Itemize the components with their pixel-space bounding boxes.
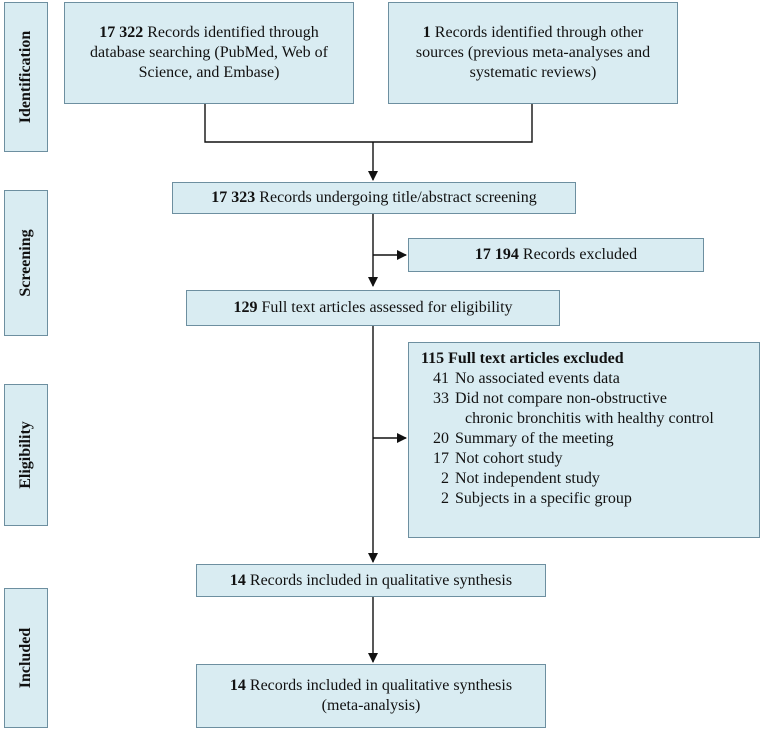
meta-analysis-text-2: (meta-analysis)	[321, 697, 421, 714]
reason-text-continued: chronic bronchitis with healthy control	[465, 410, 714, 427]
db-search-box: 17 322 Records identified through databa…	[64, 2, 354, 104]
meta-analysis-box: 14 Records included in qualitative synth…	[196, 664, 546, 728]
full-text-text: Full text articles assessed for eligibil…	[257, 299, 513, 316]
stage-included: Included	[4, 588, 48, 728]
exclusion-reason: 2 Not independent study	[421, 469, 751, 489]
screening-excluded-box: 17 194 Records excluded	[408, 238, 704, 272]
qualitative-text: Records included in qualitative synthesi…	[245, 571, 513, 589]
full-text-count: 129	[233, 299, 258, 316]
db-search-count: 17 322	[99, 24, 144, 41]
reason-text: Did not compare non-obstructive	[455, 390, 667, 407]
reason-text: Not cohort study	[455, 450, 563, 467]
stage-screening: Screening	[4, 190, 48, 336]
screening-count: 17 323	[211, 189, 256, 206]
reason-count: 33	[433, 390, 449, 407]
qualitative-box: 14 Records included in qualitative synth…	[196, 564, 546, 597]
screening-text: Records undergoing title/abstract screen…	[255, 189, 537, 206]
full-text-box: 129 Full text articles assessed for elig…	[186, 290, 560, 326]
exclusion-reason: 2 Subjects in a specific group	[421, 489, 751, 509]
meta-analysis-count: 14	[229, 677, 246, 694]
other-sources-box: 1 Records identified through other sourc…	[388, 2, 678, 104]
screening-box: 17 323 Records undergoing title/abstract…	[172, 182, 576, 214]
stage-identification: Identification	[4, 2, 48, 152]
exclusion-reasons-list: 41 No associated events data 33 Did not …	[421, 369, 751, 509]
reason-text: Not independent study	[455, 470, 600, 487]
reason-text: Subjects in a specific group	[455, 490, 632, 507]
fulltext-excluded-header: 115 Full text articles excluded	[421, 350, 624, 367]
stage-eligibility: Eligibility	[4, 384, 48, 526]
other-sources-count: 1	[422, 24, 431, 41]
reason-count: 2	[441, 470, 449, 487]
reason-count: 20	[433, 430, 449, 447]
other-sources-text-3: systematic reviews)	[469, 64, 597, 81]
fulltext-excluded-box: 115 Full text articles excluded 41 No as…	[408, 342, 760, 538]
qualitative-count: 14	[229, 571, 246, 589]
db-search-text-2: database searching (PubMed, Web of	[90, 44, 328, 61]
db-search-text-3: Science, and Embase)	[138, 64, 280, 81]
screening-excluded-count: 17 194	[474, 246, 519, 263]
exclusion-reason: 20 Summary of the meeting	[421, 429, 751, 449]
db-search-text-1: Records identified through	[143, 24, 319, 41]
reason-count: 41	[433, 370, 449, 387]
other-sources-text-1: Records identified through other	[430, 24, 644, 41]
exclusion-reason: 17 Not cohort study	[421, 449, 751, 469]
reason-count: 2	[441, 490, 449, 507]
screening-excluded-text: Records excluded	[518, 246, 638, 263]
reason-count: 17	[433, 450, 449, 467]
merge-line	[204, 104, 533, 143]
reason-text: No associated events data	[455, 370, 620, 387]
other-sources-text-2: sources (previous meta-analyses and	[415, 44, 651, 61]
exclusion-reason: 33 Did not compare non-obstructive chron…	[421, 389, 751, 429]
meta-analysis-text-1: Records included in qualitative synthesi…	[245, 677, 513, 694]
reason-text: Summary of the meeting	[455, 430, 614, 447]
exclusion-reason: 41 No associated events data	[421, 369, 751, 389]
